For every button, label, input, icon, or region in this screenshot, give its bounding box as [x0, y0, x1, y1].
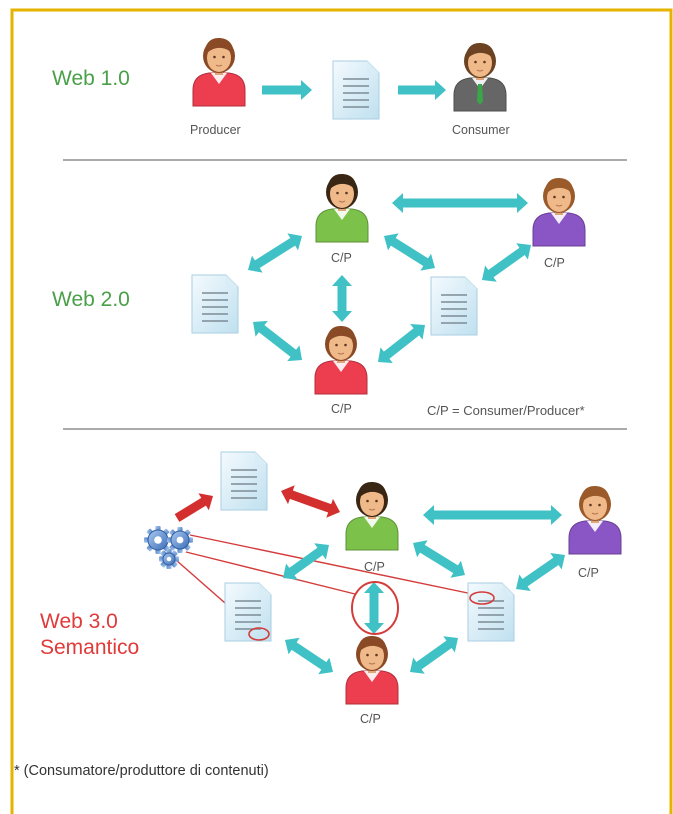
web2-person-bottom-icon	[314, 325, 368, 395]
web3-document-right-icon	[467, 582, 515, 642]
web3-cp-label-top: C/P	[364, 560, 385, 574]
web2-arrow-docleft-bottom	[253, 320, 303, 362]
web2-cp-label-right: C/P	[544, 256, 565, 270]
web2-arrow-top-docright	[384, 233, 436, 271]
web2-cp-label-bottom: C/P	[331, 402, 352, 416]
web1-document-icon	[332, 60, 380, 120]
consumer-person-icon	[453, 42, 507, 112]
web2-arrow-top-bottom	[332, 275, 352, 322]
web3-arrow-gears-doctop	[174, 493, 213, 522]
web2-arrow-top-docleft	[248, 233, 302, 273]
semantic-link-docright	[189, 534, 483, 597]
web3-cp-label-right: C/P	[578, 566, 599, 580]
web3-arrow-doctop-person	[281, 485, 341, 518]
web2-arrow-bottom-docright	[378, 323, 426, 364]
web3-document-top-icon	[220, 451, 268, 511]
web3-arrow-right-docright	[515, 553, 565, 591]
web3-arrow-top-docright	[413, 540, 466, 578]
web3-person-top-icon	[345, 481, 399, 551]
web2-person-right-icon	[532, 177, 586, 247]
highlight-circle-center	[351, 581, 399, 635]
web3-arrow-top-bottom	[364, 582, 384, 634]
web2-document-left-icon	[191, 274, 239, 334]
web1-arrow-doc-consumer	[398, 80, 446, 100]
web3-subtitle: Semantico	[40, 636, 140, 659]
web3-document-left-icon	[224, 582, 272, 642]
web1-arrow-producer-doc	[262, 80, 312, 100]
producer-label: Producer	[190, 123, 241, 137]
web2-arrow-right-docright	[481, 243, 531, 282]
gold-frame	[10, 8, 673, 814]
web2-person-top-icon	[315, 173, 369, 243]
producer-person-icon	[192, 37, 246, 107]
highlight-circle-docright	[469, 591, 495, 605]
web3-arrow-docleft-bottom	[285, 637, 333, 675]
web3-arrow-top-docleft	[283, 543, 329, 580]
footnote: * (Consumatore/produttore di contenuti)	[14, 763, 269, 779]
web3-title: Web 3.0	[40, 610, 118, 633]
semantic-gears-icon	[144, 526, 193, 569]
web2-cp-label-top: C/P	[331, 251, 352, 265]
web1-title: Web 1.0	[52, 67, 130, 90]
web2-arrow-top-right	[392, 193, 528, 213]
web2-document-right-icon	[430, 276, 478, 336]
web3-cp-label-bottom: C/P	[360, 712, 381, 726]
web3-person-bottom-icon	[345, 635, 399, 705]
web2-title: Web 2.0	[52, 288, 130, 311]
cp-legend: C/P = Consumer/Producer*	[427, 403, 585, 418]
web3-person-right-icon	[568, 485, 622, 555]
web3-arrow-bottom-docright	[410, 636, 459, 674]
semantic-link-center	[185, 551, 356, 595]
highlight-circle-docleft	[248, 627, 270, 641]
web3-arrow-top-right	[423, 505, 562, 525]
consumer-label: Consumer	[452, 123, 510, 137]
